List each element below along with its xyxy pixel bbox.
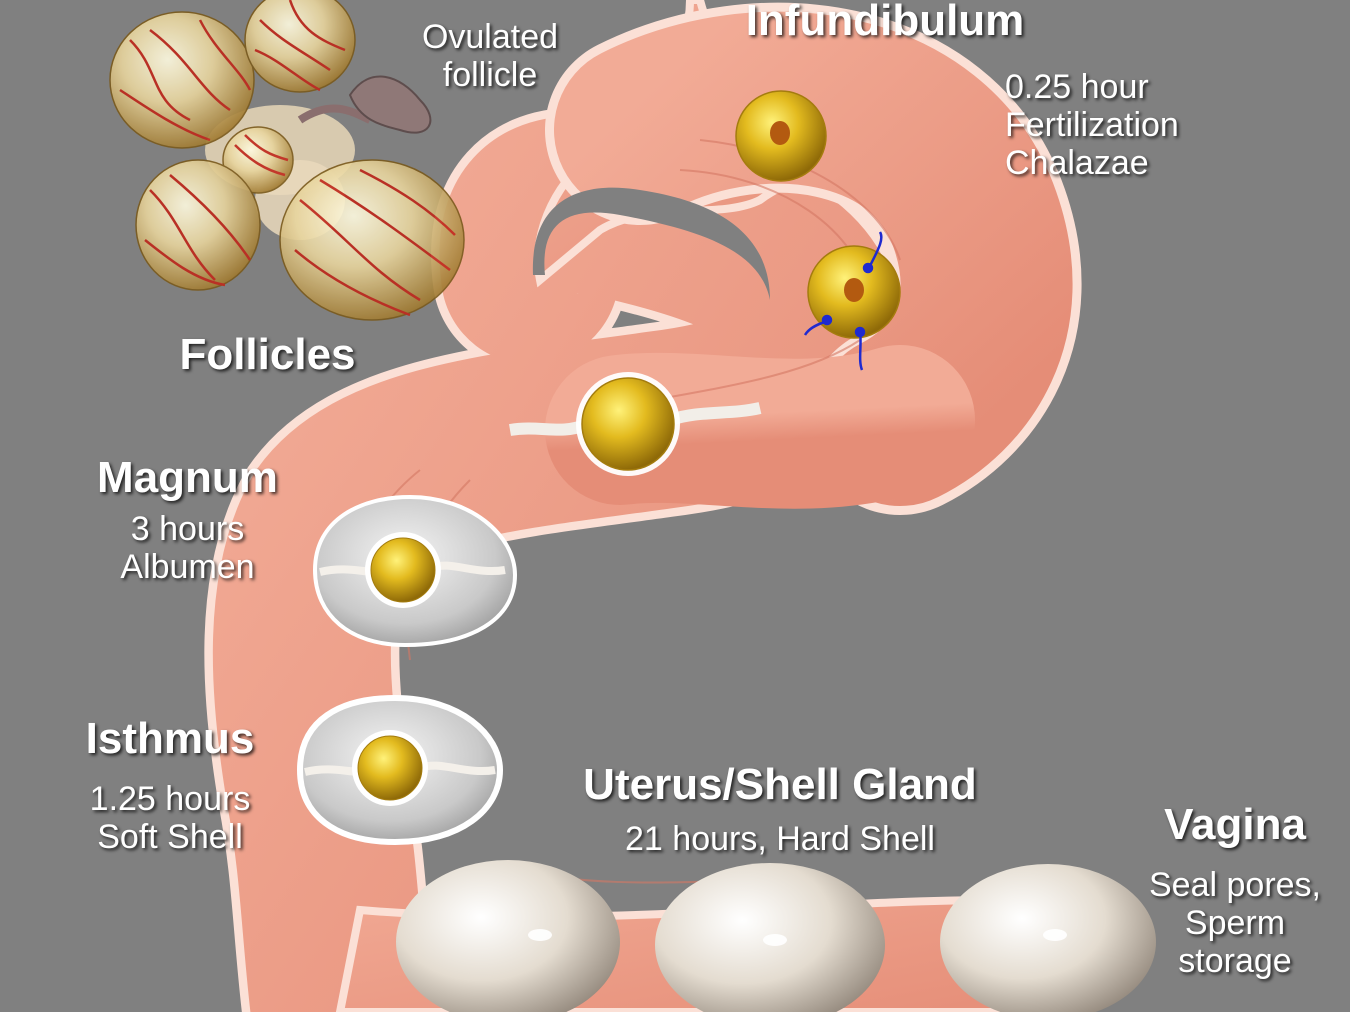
soft-shell-egg xyxy=(296,694,504,846)
magnum-process: Albumen xyxy=(120,548,255,587)
isthmus-process: Soft Shell xyxy=(97,818,243,857)
ovulated-line1: Ovulated xyxy=(421,18,559,56)
vagina-title: Vagina xyxy=(1164,800,1306,849)
uterus-details: 21 hours, Hard Shell xyxy=(625,820,935,858)
infundibulum-process-1: Fertilization xyxy=(1005,106,1179,145)
isthmus-title: Isthmus xyxy=(85,714,255,763)
infundibulum-title: Infundibulum xyxy=(745,0,1025,45)
hard-shell-eggs xyxy=(396,860,1156,1012)
infundibulum-time: 0.25 hour xyxy=(1005,68,1149,106)
magnum-time: 3 hours xyxy=(130,510,245,548)
ovulated-line2: follicle xyxy=(442,56,538,95)
vagina-process-1: Seal pores, xyxy=(1149,866,1321,904)
follicles-cluster xyxy=(109,0,465,321)
vagina-details: Seal pores, Sperm storage xyxy=(1125,866,1345,980)
infundibulum-process-2: Chalazae xyxy=(1005,144,1149,183)
follicles-title: Follicles xyxy=(179,330,356,379)
magnum-details: 3 hours Albumen xyxy=(70,510,305,586)
ovulated-follicle-label: Ovulated follicle xyxy=(405,18,575,94)
infundibulum-details: 0.25 hour Fertilization Chalazae xyxy=(1005,68,1179,182)
albumen-egg xyxy=(312,494,518,648)
isthmus-time: 1.25 hours xyxy=(89,780,251,818)
fertilization-yolks xyxy=(735,90,901,371)
magnum-title: Magnum xyxy=(97,453,278,502)
uterus-title: Uterus/Shell Gland xyxy=(583,760,977,809)
vagina-process-3: storage xyxy=(1178,942,1292,981)
vagina-process-2: Sperm xyxy=(1184,904,1286,943)
chalazae-yolk xyxy=(509,372,762,476)
isthmus-details: 1.25 hours Soft Shell xyxy=(55,780,285,856)
